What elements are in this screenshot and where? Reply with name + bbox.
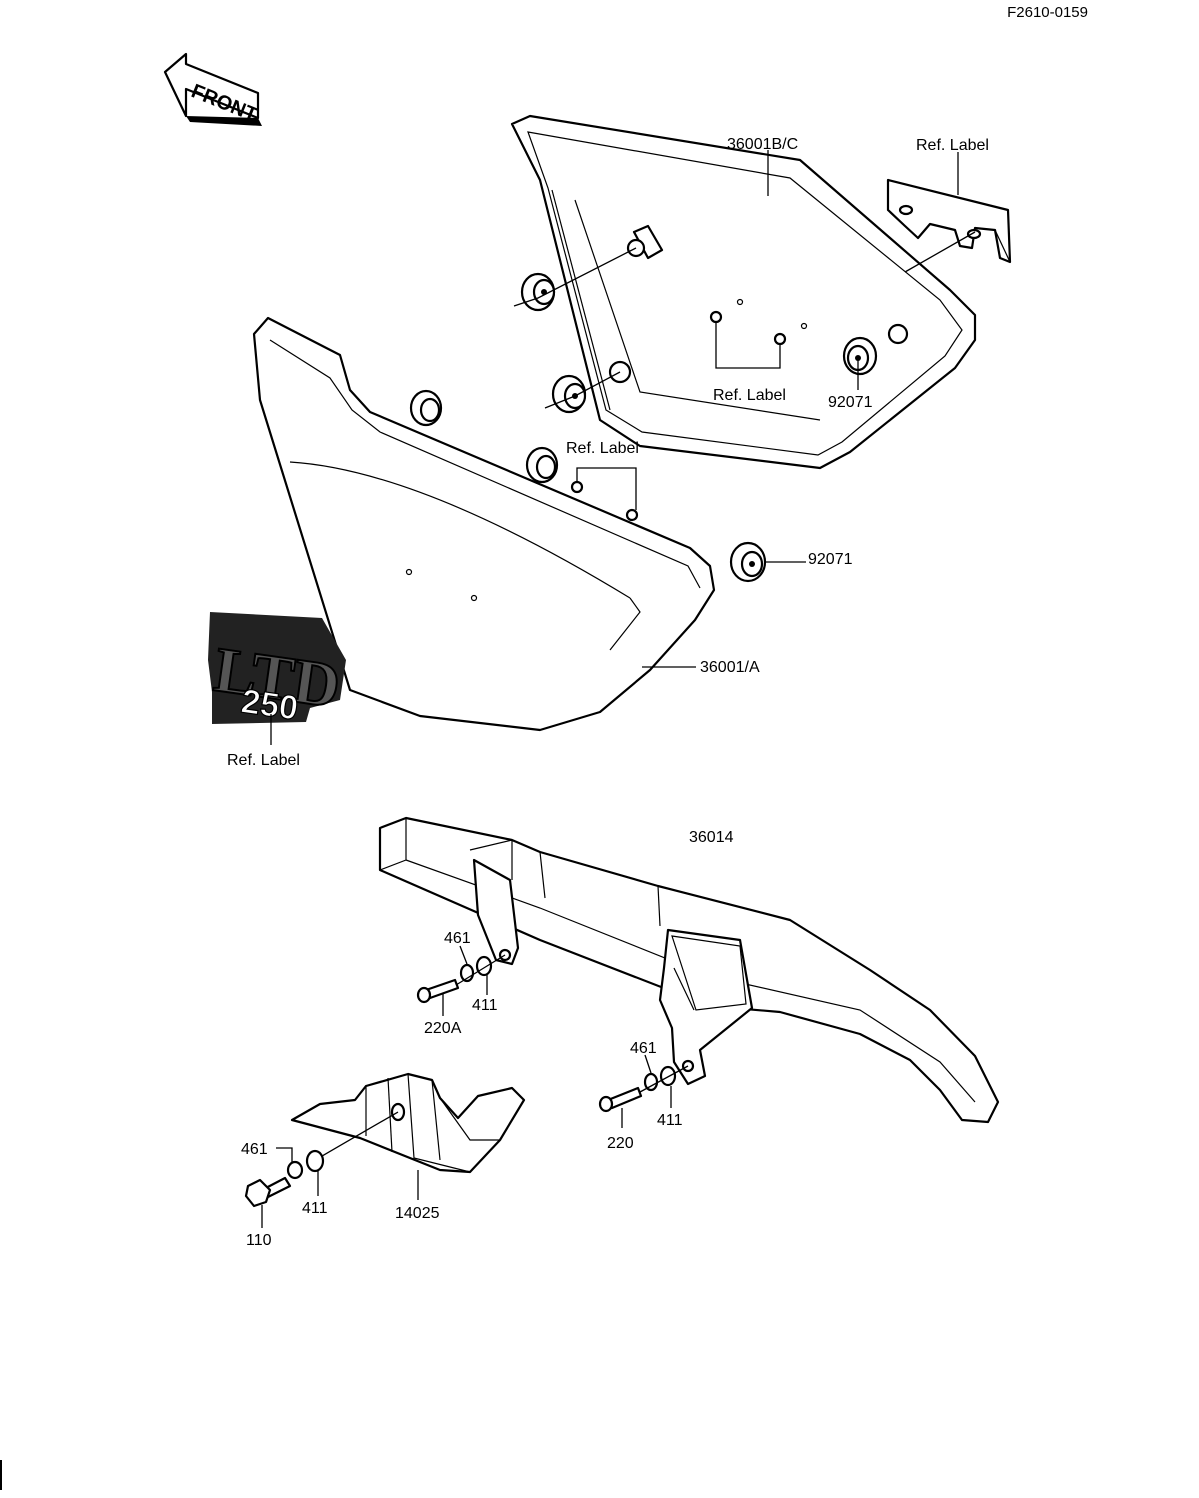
leader-line xyxy=(276,1147,293,1162)
label-washer-461-left: 461 xyxy=(444,930,471,947)
label-washer-411-left: 411 xyxy=(472,997,498,1014)
label-washer-411-right: 411 xyxy=(657,1112,683,1129)
ref-washer xyxy=(773,332,787,346)
washer-461-guard xyxy=(286,1160,304,1180)
washer-461-right xyxy=(643,1072,659,1092)
leader-line xyxy=(639,1065,689,1093)
grommet-left-cover-2 xyxy=(525,446,559,484)
ltd-250-emblem: LTD 250 xyxy=(208,612,346,728)
washer-411-right xyxy=(659,1065,677,1087)
label-bolt-220: 220 xyxy=(607,1135,634,1152)
label-grommet-right-lower: 92071 xyxy=(808,551,853,568)
cover-hole xyxy=(470,594,478,602)
label-washer-461-guard: 461 xyxy=(241,1141,268,1158)
leader-line xyxy=(455,954,506,986)
emblem-line1: LTD xyxy=(210,634,344,722)
washer-411-guard xyxy=(305,1149,325,1173)
chain-guard xyxy=(290,1072,526,1174)
leader-line xyxy=(644,1054,652,1074)
grommet-right-upper xyxy=(842,336,878,376)
front-arrow-icon: FRONT xyxy=(163,52,262,126)
cover-pin-right xyxy=(887,323,909,345)
side-cover-left xyxy=(252,316,716,732)
ref-label-bracket xyxy=(886,178,1012,264)
label-ref-emblem: Ref. Label xyxy=(227,752,300,769)
bolt-220A xyxy=(416,978,460,1004)
diagram-code: F2610-0159 xyxy=(1007,4,1088,21)
label-chain-cover: 36014 xyxy=(689,829,734,846)
bolt-220 xyxy=(598,1086,643,1113)
label-guard-14025: 14025 xyxy=(395,1205,440,1222)
leader-line xyxy=(321,1111,399,1157)
label-bolt-110: 110 xyxy=(246,1232,272,1249)
cover-hole xyxy=(736,298,744,306)
label-ref-inner: Ref. Label xyxy=(713,387,786,404)
leader-line xyxy=(576,467,637,510)
label-cover-left: 36001/A xyxy=(700,659,760,676)
scan-edge-mark xyxy=(0,1460,2,1490)
grommet-lower-left xyxy=(551,374,587,414)
grommet-left-cover-1 xyxy=(409,389,443,427)
leader-line xyxy=(544,371,621,409)
cover-hole xyxy=(800,322,808,330)
ref-washer xyxy=(625,508,639,522)
emblem-line2: 250 xyxy=(239,682,300,728)
side-cover-right xyxy=(510,114,977,470)
chain-cover-tab-right xyxy=(658,928,754,1086)
leader-line xyxy=(459,945,468,965)
cover-hole xyxy=(405,568,413,576)
grommet-right-lower xyxy=(729,541,767,583)
leader-line xyxy=(513,247,637,307)
ref-washer xyxy=(709,310,723,324)
label-washer-461-right: 461 xyxy=(630,1040,657,1057)
leader-line xyxy=(715,322,781,369)
label-ref-bracket: Ref. Label xyxy=(916,137,989,154)
label-ref-middle: Ref. Label xyxy=(566,440,639,457)
chain-cover-tab-left xyxy=(472,858,520,966)
label-grommet-right-upper: 92071 xyxy=(828,394,873,411)
bolt-110 xyxy=(244,1176,292,1208)
washer-411-left xyxy=(475,955,493,977)
ref-washer xyxy=(570,480,584,494)
label-bolt-220A: 220A xyxy=(424,1020,462,1037)
label-cover-right: 36001B/C xyxy=(727,136,798,153)
leader-line xyxy=(904,231,976,273)
label-washer-411-guard: 411 xyxy=(302,1200,328,1217)
